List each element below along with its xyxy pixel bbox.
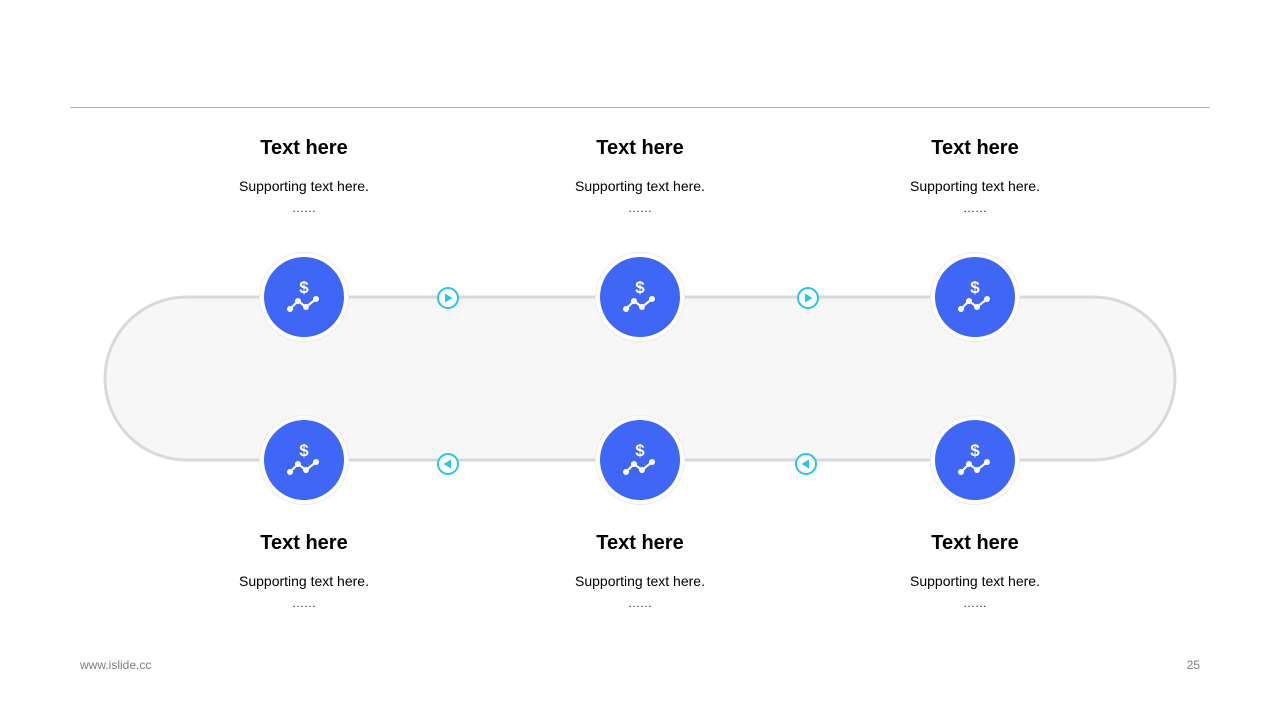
step-title: Text here bbox=[260, 137, 348, 159]
svg-text:$: $ bbox=[635, 441, 645, 460]
top-divider bbox=[70, 107, 1210, 108]
page-number: 25 bbox=[1186, 658, 1200, 672]
step-top-1: Text here Supporting text here. …… bbox=[184, 136, 424, 215]
svg-text:$: $ bbox=[970, 441, 980, 460]
step-more: …… bbox=[628, 201, 652, 215]
dollar-chart-icon: $ bbox=[600, 257, 680, 337]
play-right-icon bbox=[797, 287, 819, 309]
step-subtitle: Supporting text here. bbox=[910, 573, 1040, 589]
svg-text:$: $ bbox=[299, 278, 309, 297]
dollar-chart-icon: $ bbox=[264, 257, 344, 337]
step-title: Text here bbox=[931, 137, 1019, 159]
step-title: Text here bbox=[931, 532, 1019, 554]
step-more: …… bbox=[292, 201, 316, 215]
svg-text:$: $ bbox=[635, 278, 645, 297]
footer-url: www.islide.cc bbox=[80, 658, 152, 672]
step-subtitle: Supporting text here. bbox=[575, 178, 705, 194]
svg-text:$: $ bbox=[970, 278, 980, 297]
step-more: …… bbox=[963, 201, 987, 215]
step-more: …… bbox=[292, 596, 316, 610]
step-title: Text here bbox=[596, 137, 684, 159]
step-bottom-3: Text here Supporting text here. …… bbox=[855, 531, 1095, 610]
step-top-3: Text here Supporting text here. …… bbox=[855, 136, 1095, 215]
play-left-icon bbox=[795, 453, 817, 475]
step-bottom-2: Text here Supporting text here. …… bbox=[520, 531, 760, 610]
step-more: …… bbox=[628, 596, 652, 610]
step-bottom-1: Text here Supporting text here. …… bbox=[184, 531, 424, 610]
svg-text:$: $ bbox=[299, 441, 309, 460]
step-subtitle: Supporting text here. bbox=[239, 178, 369, 194]
play-left-icon bbox=[437, 453, 459, 475]
step-subtitle: Supporting text here. bbox=[239, 573, 369, 589]
dollar-chart-icon: $ bbox=[600, 420, 680, 500]
dollar-chart-icon: $ bbox=[935, 420, 1015, 500]
step-title: Text here bbox=[596, 532, 684, 554]
dollar-chart-icon: $ bbox=[935, 257, 1015, 337]
step-subtitle: Supporting text here. bbox=[575, 573, 705, 589]
step-top-2: Text here Supporting text here. …… bbox=[520, 136, 760, 215]
step-subtitle: Supporting text here. bbox=[910, 178, 1040, 194]
play-right-icon bbox=[437, 287, 459, 309]
step-more: …… bbox=[963, 596, 987, 610]
dollar-chart-icon: $ bbox=[264, 420, 344, 500]
step-title: Text here bbox=[260, 532, 348, 554]
